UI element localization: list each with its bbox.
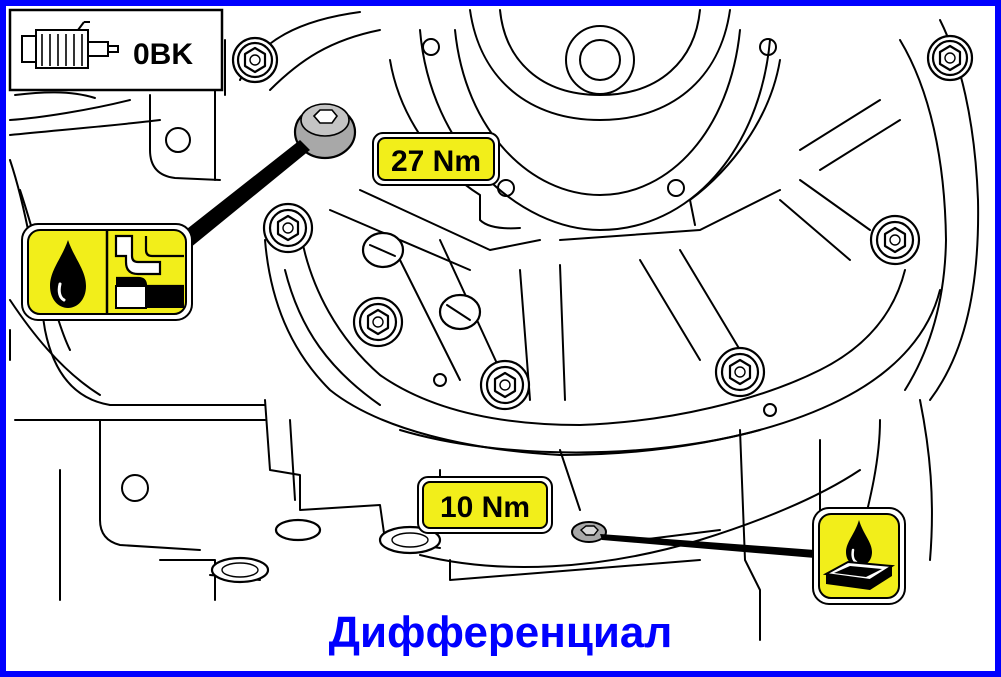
gearbox-icon <box>21 21 119 69</box>
transmission-case <box>9 29 270 601</box>
torque-callout-lower: 10 Nm <box>417 476 553 534</box>
torque-callout-upper: 27 Nm <box>372 132 500 186</box>
oil-drain-icon <box>812 507 906 605</box>
torque-value-upper: 27 Nm <box>391 145 481 178</box>
oil-fill-level-icon <box>21 223 193 321</box>
drain-plug <box>571 521 607 543</box>
transmission-code-badge: 0BK <box>8 8 224 92</box>
torque-value-lower: 10 Nm <box>440 491 530 524</box>
diagram-caption: Дифференциал <box>328 608 673 657</box>
transmission-code: 0BK <box>133 38 193 71</box>
cover-bolts <box>231 34 974 411</box>
fill-plug <box>293 103 357 160</box>
leader-lines <box>178 140 815 558</box>
